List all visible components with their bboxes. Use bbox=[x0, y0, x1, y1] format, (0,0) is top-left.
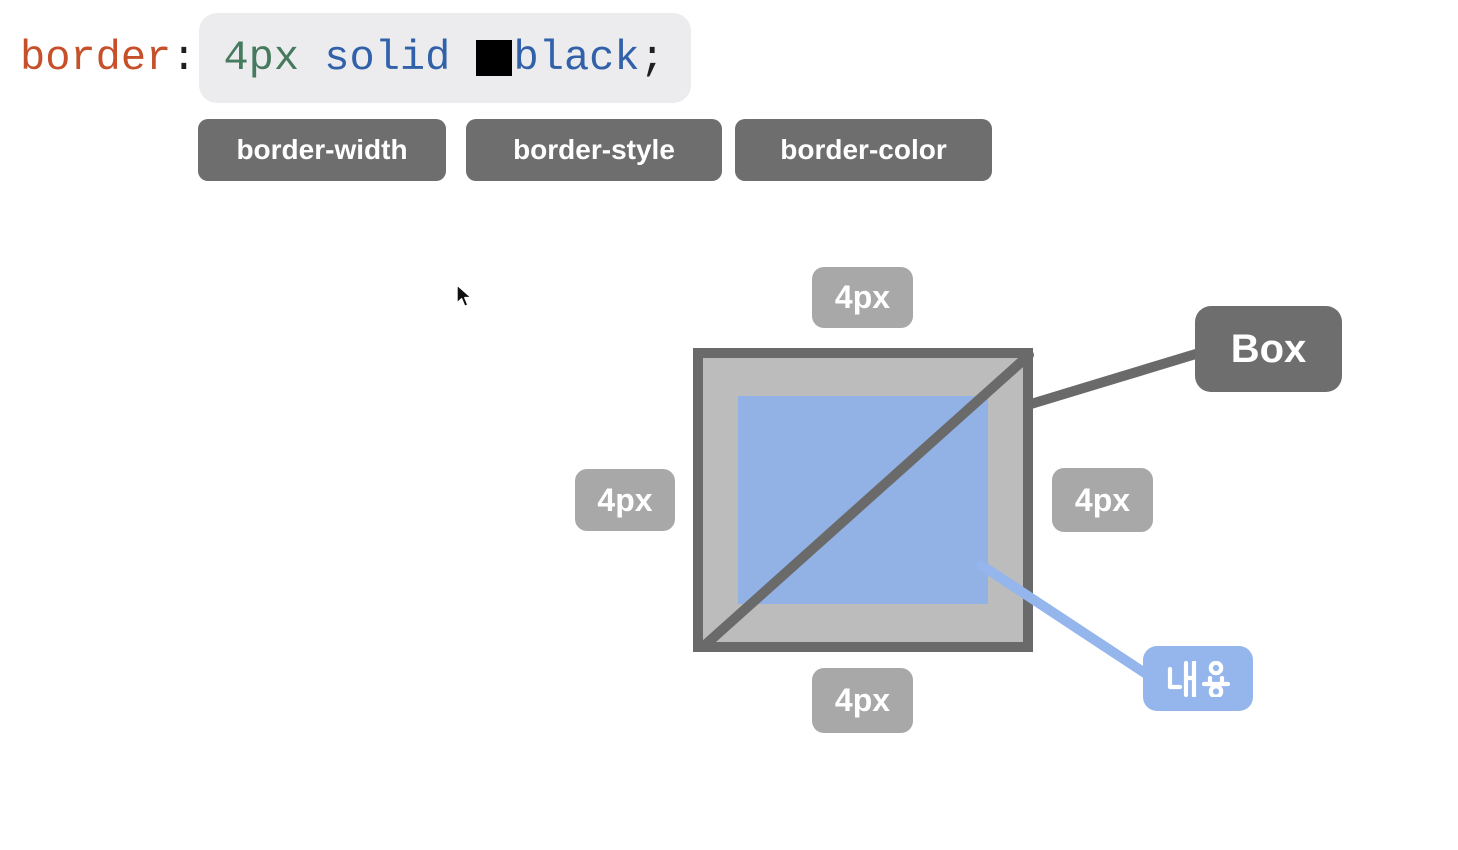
code-border-style-value: solid bbox=[324, 34, 451, 82]
code-value-group: 4px solid black; bbox=[199, 13, 691, 103]
mouse-cursor-icon bbox=[456, 284, 472, 307]
box-diagram-content-area bbox=[738, 396, 988, 604]
chip-border-color-label: border-color bbox=[780, 134, 947, 165]
chip-border-width: border-width bbox=[198, 119, 446, 181]
box-callout-line bbox=[1026, 345, 1214, 409]
hangul-content-text-icon bbox=[1167, 660, 1230, 697]
code-semicolon: ; bbox=[639, 34, 665, 82]
chip-border-color: border-color bbox=[735, 119, 992, 181]
code-border-color-value: black bbox=[513, 34, 640, 82]
box-callout-label-text: Box bbox=[1230, 326, 1307, 371]
content-callout-label bbox=[1143, 646, 1253, 711]
code-property-name: border bbox=[20, 34, 172, 82]
badge-border-width-left: 4px bbox=[575, 469, 675, 531]
badge-border-width-bottom: 4px bbox=[812, 668, 913, 733]
badge-top-label: 4px bbox=[834, 279, 891, 315]
box-callout-label: Box bbox=[1195, 306, 1342, 392]
chip-border-width-label: border-width bbox=[236, 134, 408, 165]
code-colon: : bbox=[171, 34, 197, 82]
chip-border-style-label: border-style bbox=[513, 134, 675, 165]
code-border-width-value: 4px bbox=[223, 34, 300, 82]
chip-border-style: border-style bbox=[466, 119, 722, 181]
black-color-swatch-icon bbox=[475, 40, 512, 76]
badge-border-width-right: 4px bbox=[1052, 468, 1153, 532]
css-code-line: border: 4px solid black; bbox=[20, 13, 691, 103]
badge-right-label: 4px bbox=[1074, 481, 1131, 518]
badge-left-label: 4px bbox=[597, 481, 653, 518]
badge-bottom-label: 4px bbox=[834, 682, 891, 718]
badge-border-width-top: 4px bbox=[812, 267, 913, 328]
